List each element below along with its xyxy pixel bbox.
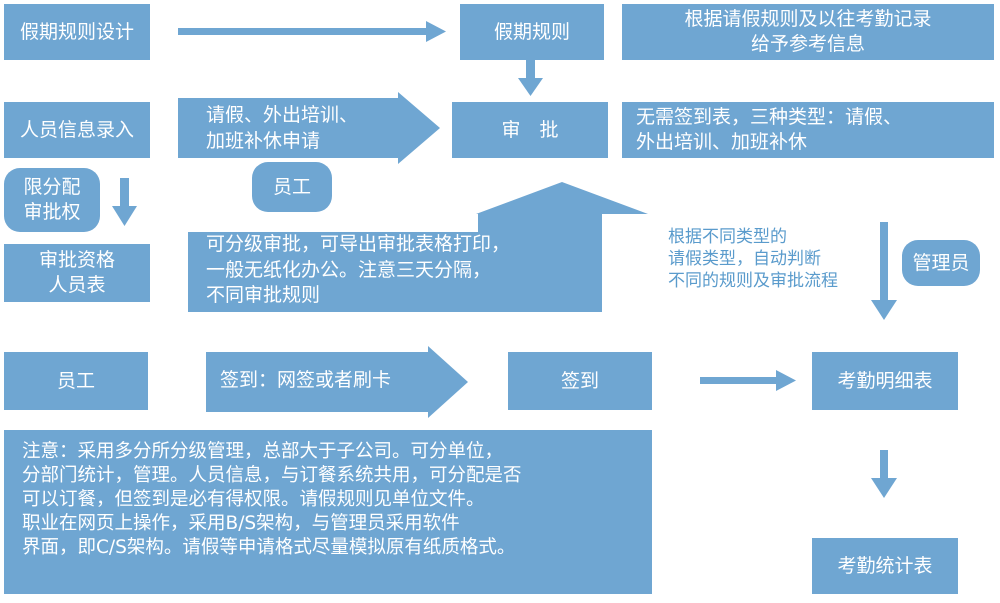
no-sign-label: 无需签到表，三种类型：请假、 外出培训、加班补休 — [636, 106, 903, 153]
admin-label: 管理员 — [912, 251, 970, 274]
limit-auth-label: 限分配 审批权 — [23, 176, 81, 223]
bottom-note-label: 注意：采用多分所分级管理，总部大于子公司。可分单位， 分部门统计，管理。人员信息… — [22, 441, 522, 559]
approval-list-label: 审批资格 人员表 — [38, 249, 115, 296]
block-arrow-leave-request — [178, 92, 440, 164]
holiday-design-label: 假期规则设计 — [19, 20, 134, 43]
block-arrow-sign-method — [206, 346, 468, 418]
attendance-stats-box: 考勤统计表 — [812, 538, 958, 594]
arrow-to-attendance-detail — [871, 222, 897, 320]
limit-auth-box: 限分配 审批权 — [4, 168, 100, 232]
holiday-rules-box: 假期规则 — [460, 4, 604, 60]
employee-label-2: 员工 — [56, 369, 95, 392]
holiday-rules-label: 假期规则 — [493, 20, 570, 43]
personnel-entry-label: 人员信息录入 — [19, 118, 134, 141]
attendance-detail-box: 考勤明细表 — [812, 352, 958, 410]
approval-note-label: 可分级审批，可导出审批表格打印， 一般无纸化办公。注意三天分隔， 不同审批规则 — [206, 233, 511, 307]
holiday-design-box: 假期规则设计 — [4, 4, 150, 60]
leave-request-label: 请假、外出培训、 加班补休申请 — [206, 104, 359, 152]
arrow-personnel-down — [112, 178, 137, 226]
approval-list-box: 审批资格 人员表 — [4, 244, 150, 302]
arrow-signin-to-detail — [700, 370, 796, 391]
employee-box-2: 员工 — [4, 352, 148, 410]
employee-label-1: 员工 — [272, 175, 311, 198]
holiday-info-label: 根据请假规则及以往考勤记录 给予参考信息 — [684, 8, 932, 55]
approval-label: 审 批 — [501, 118, 559, 141]
holiday-info-box: 根据请假规则及以往考勤记录 给予参考信息 — [622, 4, 994, 60]
bottom-note-box: 注意：采用多分所分级管理，总部大于子公司。可分单位， 分部门统计，管理。人员信息… — [4, 430, 652, 594]
attendance-stats-label: 考勤统计表 — [837, 554, 933, 577]
type-note-label: 根据不同类型的 请假类型，自动判断 不同的规则及审批流程 — [668, 227, 838, 292]
sign-method-label: 签到：网签或者刷卡 — [220, 369, 392, 391]
arrow-rules-to-approval — [518, 60, 543, 96]
arrow-detail-to-stats — [871, 450, 897, 498]
admin-box: 管理员 — [902, 240, 980, 286]
arrow-design-to-rules — [178, 21, 446, 42]
sign-in-label: 签到 — [560, 369, 599, 392]
sign-in-box: 签到 — [508, 352, 652, 410]
employee-box-1: 员工 — [252, 162, 332, 212]
block-arrow-approval-note — [188, 182, 648, 312]
attendance-detail-label: 考勤明细表 — [837, 369, 933, 392]
personnel-entry-box: 人员信息录入 — [4, 102, 150, 158]
no-sign-box: 无需签到表，三种类型：请假、 外出培训、加班补休 — [622, 102, 994, 158]
approval-box: 审 批 — [452, 102, 608, 158]
